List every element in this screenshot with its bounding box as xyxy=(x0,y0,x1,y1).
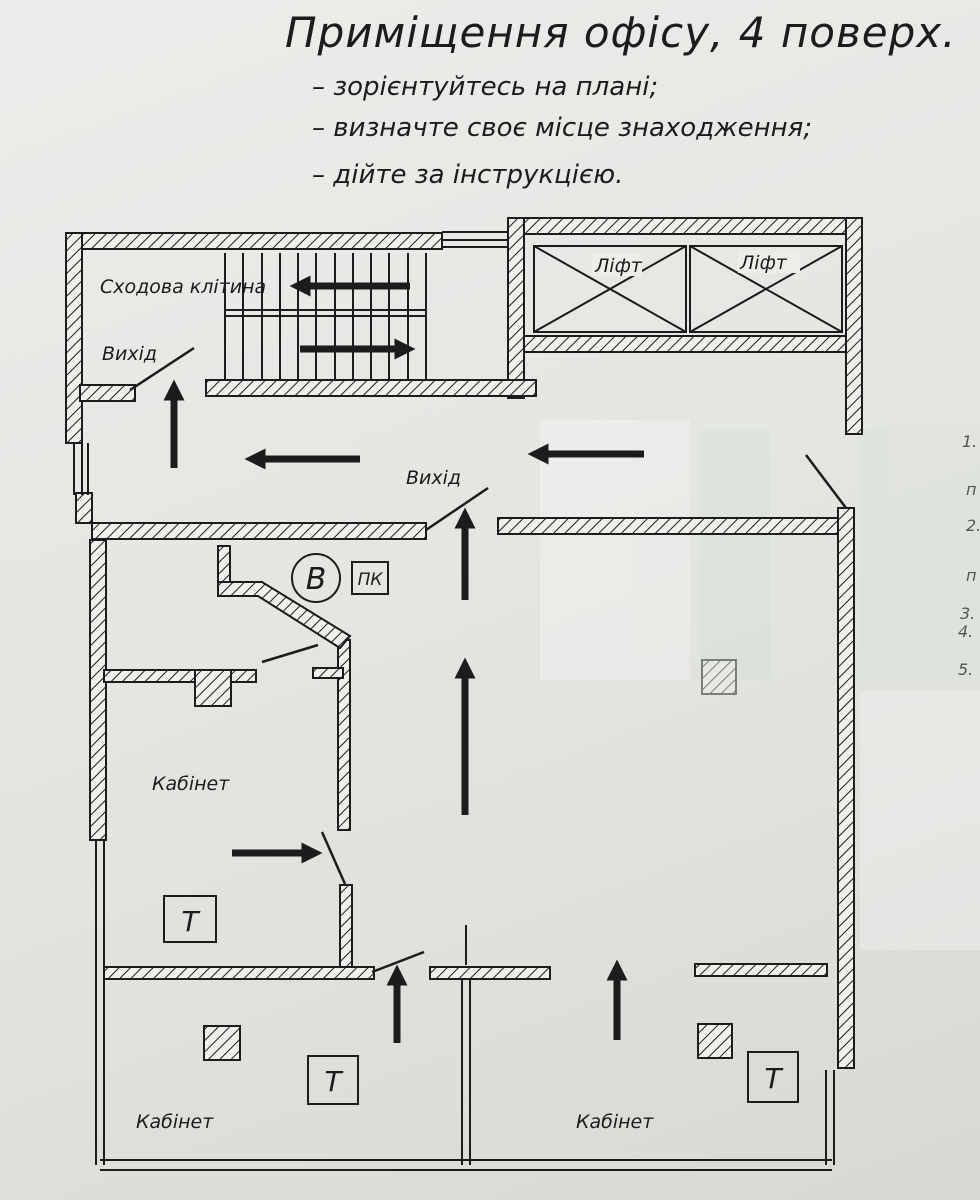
walls xyxy=(65,217,863,1069)
thin-walls xyxy=(73,231,835,1171)
exit-label: Вихід xyxy=(406,467,461,489)
side-note: 2. xyxy=(966,516,980,535)
instruction-line: – дійте за інструкцією. xyxy=(312,160,624,190)
instruction-line: – визначте своє місце знаходження; xyxy=(312,113,813,143)
window-reflection xyxy=(540,420,980,950)
phone-symbol xyxy=(163,895,217,943)
elevator-shafts xyxy=(533,245,843,333)
angled-wall xyxy=(217,581,352,650)
phone-label: Т xyxy=(764,1062,783,1095)
page-title: Приміщення офісу, 4 поверх. xyxy=(285,8,957,57)
elevator-label: Ліфт xyxy=(594,255,643,277)
phone-label: Т xyxy=(324,1065,343,1098)
phone-symbol xyxy=(307,1055,359,1105)
panel-label: ПК xyxy=(358,570,384,590)
side-note: 3. xyxy=(960,604,976,623)
columns xyxy=(194,659,737,1061)
evacuation-arrows xyxy=(163,275,644,1043)
room-label: Кабінет xyxy=(576,1111,654,1133)
room-label: Кабінет xyxy=(136,1111,214,1133)
stairwell-label: Сходова клітина xyxy=(100,276,266,298)
side-note: п xyxy=(966,566,977,585)
elevator-label: Ліфт xyxy=(739,252,788,274)
instruction-line: – зорієнтуйтесь на плані; xyxy=(312,72,659,102)
phone-label: Т xyxy=(181,905,200,938)
side-note: 1. xyxy=(962,432,978,451)
exit-label: Вихід xyxy=(102,343,157,365)
side-note: 5. xyxy=(958,660,974,679)
staircase xyxy=(224,253,427,380)
doors xyxy=(129,346,847,974)
side-note: 4. xyxy=(958,622,974,641)
side-note: п xyxy=(966,480,977,499)
control-panel-symbol xyxy=(351,561,389,595)
phone-symbol xyxy=(747,1051,799,1103)
fire-hydrant-symbol xyxy=(291,553,341,603)
room-label: Кабінет xyxy=(152,773,230,795)
hydrant-label: В xyxy=(306,562,327,597)
